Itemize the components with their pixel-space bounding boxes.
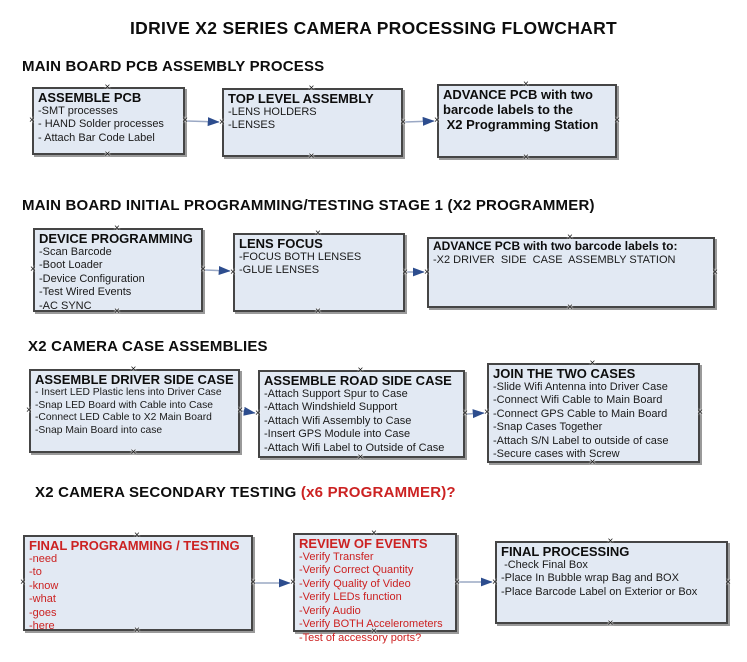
section-header-highlight: (x6 PROGRAMMER)? [300,484,456,501]
box-item: -Verify Audio [299,604,361,617]
box-item: -Snap Main Board into case [35,424,163,436]
connector-arrow [186,117,220,127]
box-item: -Secure cases with Screw [493,448,620,461]
box-item: -Check Final Box [501,559,588,572]
box-title: LENS FOCUS [239,236,323,251]
connector-arrow [404,116,435,126]
flow-box-final-processing[interactable]: FINAL PROCESSING -Check Final Box -Place… [492,537,731,629]
box-item: - Attach Bar Code Label [38,131,155,144]
box-item: -what [29,593,56,606]
box-item: -Connect GPS Cable to Main Board [493,407,668,420]
flow-box-assemble-driver-side-case[interactable]: ASSEMBLE DRIVER SIDE CASE - Insert LED P… [26,365,243,458]
box-item: -Verify Quality of Video [299,577,411,590]
box-item: -Snap LED Board with Cable into Case [35,399,214,411]
box-item: -Connect Wifi Cable to Main Board [493,394,663,407]
box-item: -Attach Windshield Support [264,401,398,414]
flow-box-top-level-assembly[interactable]: TOP LEVEL ASSEMBLY -LENS HOLDERS -LENSES… [219,84,406,162]
box-item: -Attach S/N Label to outside of case [493,434,669,447]
flow-box-assemble-road-side-case[interactable]: ASSEMBLE ROAD SIDE CASE -Attach Support … [255,366,468,463]
box-item: -here [29,620,55,633]
box-item: -Verify Transfer [299,551,374,564]
box-title: FINAL PROGRAMMING / TESTING [29,538,240,553]
box-item: -GLUE LENSES [239,264,320,277]
box-item: -Test Wired Events [39,286,132,299]
section-header-text: X2 CAMERA SECONDARY TESTING [35,484,301,501]
box-item: -FOCUS BOTH LENSES [239,251,362,264]
box-item: -Connect LED Cable to X2 Main Board [35,412,212,424]
connector-arrow [466,409,485,419]
box-item: -need [29,553,58,566]
box-item: -LENS HOLDERS [228,106,317,119]
box-item: -AC SYNC [39,299,92,312]
box-item: -Place In Bubble wrap Bag and BOX [501,572,679,585]
section-header-text: MAIN BOARD INITIAL PROGRAMMING/TESTING S… [22,197,595,214]
box-item: -Attach Support Spur to Case [264,388,408,401]
box-title: FINAL PROCESSING [501,544,630,559]
box-item: -to [29,566,42,579]
box-title: ADVANCE PCB with two barcode labels to: [433,239,678,253]
section-header-text: MAIN BOARD PCB ASSEMBLY PROCESS [22,58,325,75]
box-item: -LENSES [228,119,276,132]
flow-box-review-of-events[interactable]: REVIEW OF EVENTS -Verify Transfer -Verif… [290,529,460,644]
flow-box-lens-focus[interactable]: LENS FOCUS -FOCUS BOTH LENSES -GLUE LENS… [230,229,408,317]
box-item: - HAND Solder processes [38,118,164,131]
box-item: -X2 DRIVER SIDE CASE ASSEMBLY STATION [433,253,676,266]
section-header-text: X2 CAMERA CASE ASSEMBLIES [28,338,268,355]
section-header-initial-programming: MAIN BOARD INITIAL PROGRAMMING/TESTING S… [22,197,595,214]
flow-box-final-programming-testing[interactable]: FINAL PROGRAMMING / TESTING -need -to -k… [20,531,256,636]
flow-box-device-programming[interactable]: DEVICE PROGRAMMING -Scan Barcode -Boot L… [30,224,206,317]
box-title: JOIN THE TWO CASES [493,366,636,381]
box-title: ASSEMBLE ROAD SIDE CASE [264,373,452,388]
box-item: -know [29,579,59,592]
box-item: -Verify Correct Quantity [299,564,414,577]
box-item: -Verify LEDs function [299,591,402,604]
flow-box-advance-pcb-programming-station[interactable]: ADVANCE PCB with two barcode labels to t… [434,80,620,163]
box-item: -Verify BOTH Accelerometers [299,618,443,631]
box-item: -Place Barcode Label on Exterior or Box [501,585,698,598]
box-item: - Insert LED Plastic lens into Driver Ca… [35,387,222,399]
box-item-overflow: -Test of accessory ports? [299,631,422,644]
box-item: -Slide Wifi Antenna into Driver Case [493,381,668,394]
section-header-case-assemblies: X2 CAMERA CASE ASSEMBLIES [28,338,268,355]
box-title: DEVICE PROGRAMMING [39,231,193,246]
box-title: TOP LEVEL ASSEMBLY [228,91,374,106]
box-title: ASSEMBLE PCB [38,90,142,105]
box-item: -SMT processes [38,105,118,118]
box-item: -Attach Wifi Label to Outside of Case [264,441,445,454]
box-item: -Snap Cases Together [493,421,603,434]
section-header-pcb-assembly: MAIN BOARD PCB ASSEMBLY PROCESS [22,58,324,75]
connector-arrow [204,266,231,276]
box-item: -Boot Loader [39,259,103,272]
flowchart-title: IDRIVE X2 SERIES CAMERA PROCESSING FLOWC… [129,18,618,38]
box-item: -Device Configuration [39,272,145,285]
flow-box-assemble-pcb[interactable]: ASSEMBLE PCB -SMT processes - HAND Solde… [29,83,188,160]
section-header-secondary-testing: X2 CAMERA SECONDARY TESTING (x6 PROGRAMM… [35,484,456,501]
connector-arrow [241,406,256,416]
box-item: -Scan Barcode [39,246,112,259]
box-title: ADVANCE PCB with two barcode labels to t… [443,87,599,133]
box-item: -Attach Wifi Assembly to Case [264,414,412,427]
flow-box-join-two-cases[interactable]: JOIN THE TWO CASES -Slide Wifi Antenna i… [484,359,703,468]
flow-box-advance-pcb-driver-side[interactable]: ADVANCE PCB with two barcode labels to: … [424,233,718,313]
box-item: -goes [29,606,57,619]
box-title: REVIEW OF EVENTS [299,536,428,551]
box-title: ASSEMBLE DRIVER SIDE CASE [35,372,234,387]
box-item: -Insert GPS Module into Case [264,428,411,441]
